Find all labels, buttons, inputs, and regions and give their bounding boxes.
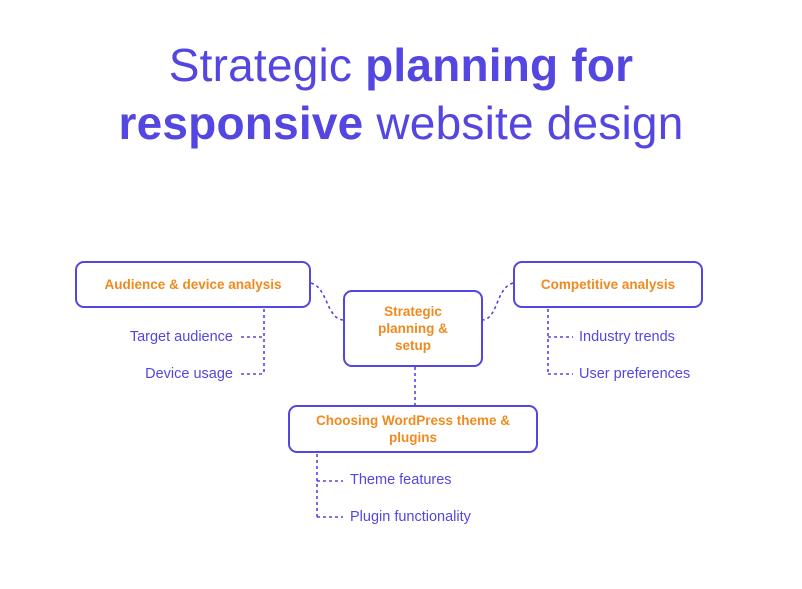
item-device-usage: Device usage: [145, 366, 233, 382]
title-part-strategic: Strategic: [168, 39, 366, 91]
title-line-2: responsive website design: [0, 94, 802, 152]
title-line-1: Strategic planning for: [0, 36, 802, 94]
title-part-responsive: responsive: [118, 97, 364, 149]
title-part-website-design: website design: [363, 97, 684, 149]
title-part-planning-for: planning for: [365, 39, 634, 91]
connector-right-to-center: [482, 282, 514, 321]
item-theme-features: Theme features: [350, 472, 452, 488]
node-competitive-label: Competitive analysis: [540, 277, 676, 292]
node-center-label: Strategic planning & setup: [378, 304, 448, 353]
node-choosing-wordpress-theme-plugins: Choosing WordPress theme & plugins: [288, 405, 538, 453]
node-audience-device-analysis: Audience & device analysis: [75, 261, 311, 308]
item-target-audience: Target audience: [129, 329, 233, 345]
node-audience-label: Audience & device analysis: [104, 277, 282, 292]
connector-left-to-center: [310, 282, 344, 321]
node-strategic-planning-setup: Strategic planning & setup: [343, 290, 483, 367]
item-plugin-functionality: Plugin functionality: [350, 509, 471, 525]
node-bottom-label: Choosing WordPress theme & plugins: [315, 413, 511, 445]
page-title: Strategic planning for responsive websit…: [0, 36, 802, 152]
item-industry-trends: Industry trends: [579, 329, 675, 345]
node-competitive-analysis: Competitive analysis: [513, 261, 703, 308]
item-user-preferences: User preferences: [579, 366, 691, 382]
